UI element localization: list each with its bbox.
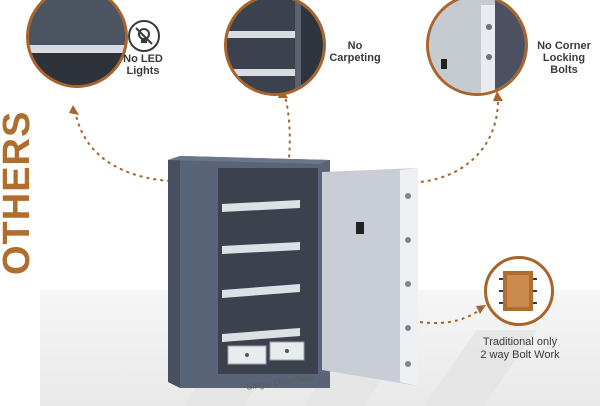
door-edge-closeup-image — [429, 0, 525, 93]
carpet-closeup-image — [227, 0, 323, 93]
door-bolt — [405, 281, 411, 287]
connector-line — [257, 91, 291, 281]
boltwork-bubble — [484, 256, 554, 326]
led-crossed-icon — [135, 27, 153, 45]
shelf-closeup-image — [29, 0, 125, 85]
shelf — [222, 200, 300, 212]
no-led-icon — [128, 20, 160, 52]
feature-label: Traditional only 2 way Bolt Work — [480, 336, 560, 361]
safe-door — [322, 168, 418, 386]
door-edge — [400, 168, 418, 386]
carpet-closeup-bubble — [224, 0, 326, 96]
safe-illustration — [168, 156, 418, 388]
door-bolt — [405, 193, 411, 199]
shelf — [222, 242, 300, 254]
door-bolt — [405, 325, 411, 331]
door-bolt — [405, 237, 411, 243]
feature-label: No Carpeting — [329, 40, 381, 64]
safe-side — [168, 156, 180, 388]
drawer-lock — [285, 349, 289, 353]
connector-arrowhead — [493, 91, 503, 101]
safe-top — [168, 156, 330, 164]
feature-label: No LED Lights — [123, 53, 163, 77]
connector-line — [419, 307, 483, 324]
feature-label: No Corner Locking Bolts — [537, 40, 591, 76]
connector-arrowhead — [476, 305, 486, 314]
door-edge-closeup-bubble — [426, 0, 528, 96]
connector-arrowhead — [69, 105, 79, 115]
shelf-closeup-bubble — [26, 0, 128, 88]
shelf — [222, 328, 300, 342]
door-keyhole — [356, 222, 364, 234]
drawer-lock — [245, 353, 249, 357]
connector-line — [74, 109, 221, 183]
shelf — [222, 284, 300, 298]
boltwork-icon — [499, 271, 537, 311]
door-bolt — [405, 361, 411, 367]
